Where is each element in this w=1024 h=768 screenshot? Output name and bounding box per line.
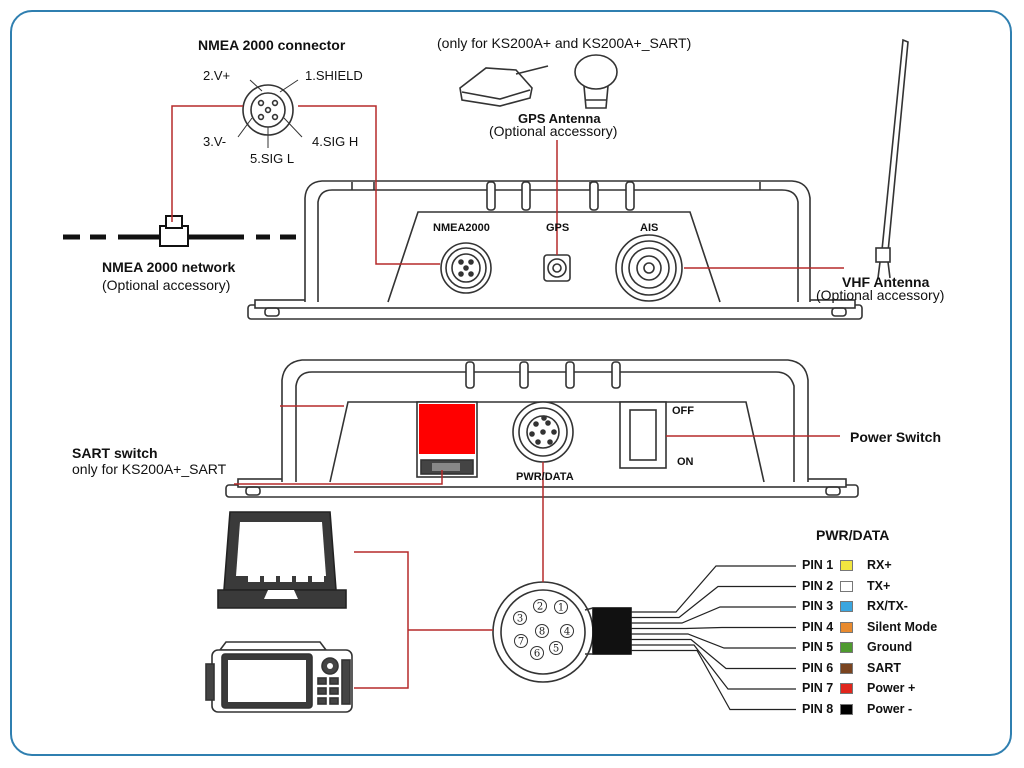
pin-wire-1	[631, 565, 796, 613]
pin-signal-5: Ground	[867, 640, 913, 654]
connector-pin-label-6: 6	[534, 649, 540, 660]
connector-pin-label-2: 2	[537, 602, 543, 613]
vhf-antenna-label: VHF Antenna	[842, 274, 930, 290]
pin-signal-2: TX+	[867, 578, 891, 593]
port-gps-label: GPS	[546, 222, 570, 234]
pin-signal-6: SART	[867, 660, 902, 675]
display-unit-drawing	[205, 641, 353, 713]
pin-number-3: PIN 3	[802, 599, 834, 613]
pin-shield-label: 1.SHIELD	[305, 68, 363, 83]
off-label: OFF	[672, 405, 694, 417]
pin-sig-l-label: 5.SIG L	[250, 151, 295, 166]
pin-color-swatch-5	[840, 642, 853, 653]
vhf-optional-label: (Optional accessory)	[816, 287, 945, 303]
nmea-network-cable	[63, 215, 296, 247]
pin-wire-2	[631, 585, 796, 619]
connector-pin-1	[554, 600, 568, 614]
pin-color-swatch-8	[840, 703, 853, 715]
gps-optional-label: (Optional accessory)	[489, 123, 618, 139]
connector-pin-4	[560, 624, 574, 638]
pin-wire-4	[631, 626, 796, 630]
pin-wire-5	[631, 633, 796, 649]
nmea-connector-title: NMEA 2000 connector	[198, 37, 346, 53]
pin-signal-7: Power +	[867, 681, 916, 695]
pin-number-1: PIN 1	[802, 558, 834, 572]
on-label: ON	[677, 456, 694, 468]
connector-pin-6	[530, 646, 544, 660]
connector-pin-label-1: 1	[558, 603, 564, 614]
pin-number-5: PIN 5	[802, 640, 834, 654]
port-nmea-label: NMEA2000	[433, 222, 490, 234]
ais-port	[615, 234, 683, 302]
connector-pin-3	[513, 611, 527, 625]
pin-number-4: PIN 4	[802, 619, 834, 634]
connector-pin-8	[535, 624, 549, 638]
pwr-data-port-label: PWR/DATA	[516, 471, 574, 483]
nmea-network-label: NMEA 2000 network	[102, 259, 236, 275]
connection-lines	[171, 105, 844, 689]
laptop-drawing	[217, 511, 347, 609]
nmea-network-optional: (Optional accessory)	[102, 277, 231, 293]
pin-wire-3	[631, 606, 796, 624]
connector-pin-label-4: 4	[564, 627, 570, 638]
pin-color-swatch-4	[840, 621, 853, 633]
pin-sig-h-label: 4.SIG H	[312, 134, 359, 149]
sart-note: only for KS200A+_SART	[72, 461, 227, 477]
pin-signal-8: Power -	[867, 701, 913, 716]
border-frame	[10, 10, 1012, 756]
gps-port	[543, 254, 571, 282]
pin-color-swatch-1	[840, 560, 853, 571]
connector-pin-label-5: 5	[553, 644, 559, 655]
port-ais-label: AIS	[640, 222, 659, 234]
pin-number-6: PIN 6	[802, 660, 834, 675]
connector-pin-2	[533, 599, 547, 613]
pin-color-swatch-7	[840, 683, 853, 694]
pin-signal-4: Silent Mode	[867, 619, 938, 634]
pin-v-plus-label: 2.V+	[203, 68, 231, 83]
connector-pin-5	[549, 641, 563, 655]
pin-wires	[631, 565, 796, 711]
sart-switch-label: SART switch	[72, 445, 158, 461]
pin-wire-7	[631, 644, 796, 690]
power-switch-label: Power Switch	[850, 429, 942, 445]
power-switch-drawing	[619, 401, 667, 469]
nmea2000-port	[440, 242, 492, 294]
pin-color-swatch-2	[840, 580, 853, 592]
gps-antenna-label: GPS Antenna	[518, 111, 601, 126]
pin-v-minus-label: 3.V-	[203, 134, 227, 149]
pin-number-8: PIN 8	[802, 701, 834, 716]
top-device-body	[247, 180, 863, 320]
pwr-data-port	[512, 401, 574, 463]
pin-color-swatch-3	[840, 601, 853, 612]
nmea-connector-drawing	[237, 79, 303, 148]
pin-wire-8	[631, 649, 796, 711]
sart-switch-drawing	[416, 401, 478, 478]
pin-color-swatch-6	[840, 662, 853, 674]
gps-note: (only for KS200A+ and KS200A+_SART)	[437, 35, 692, 51]
pin-number-7: PIN 7	[802, 681, 834, 695]
connector-pin-7	[514, 634, 528, 648]
pin-signal-1: RX+	[867, 558, 892, 572]
pwr-data-title: PWR/DATA	[816, 527, 890, 543]
connector-pin-label-8: 8	[539, 627, 545, 638]
gps-antenna-drawing	[459, 54, 618, 109]
connector-pin-label-7: 7	[518, 637, 524, 648]
pin-signal-3: RX/TX-	[867, 599, 908, 613]
connector-pin-label-3: 3	[517, 614, 523, 625]
pin-number-2: PIN 2	[802, 578, 834, 593]
vhf-antenna-drawing	[875, 38, 909, 279]
pin-wire-6	[631, 638, 796, 670]
